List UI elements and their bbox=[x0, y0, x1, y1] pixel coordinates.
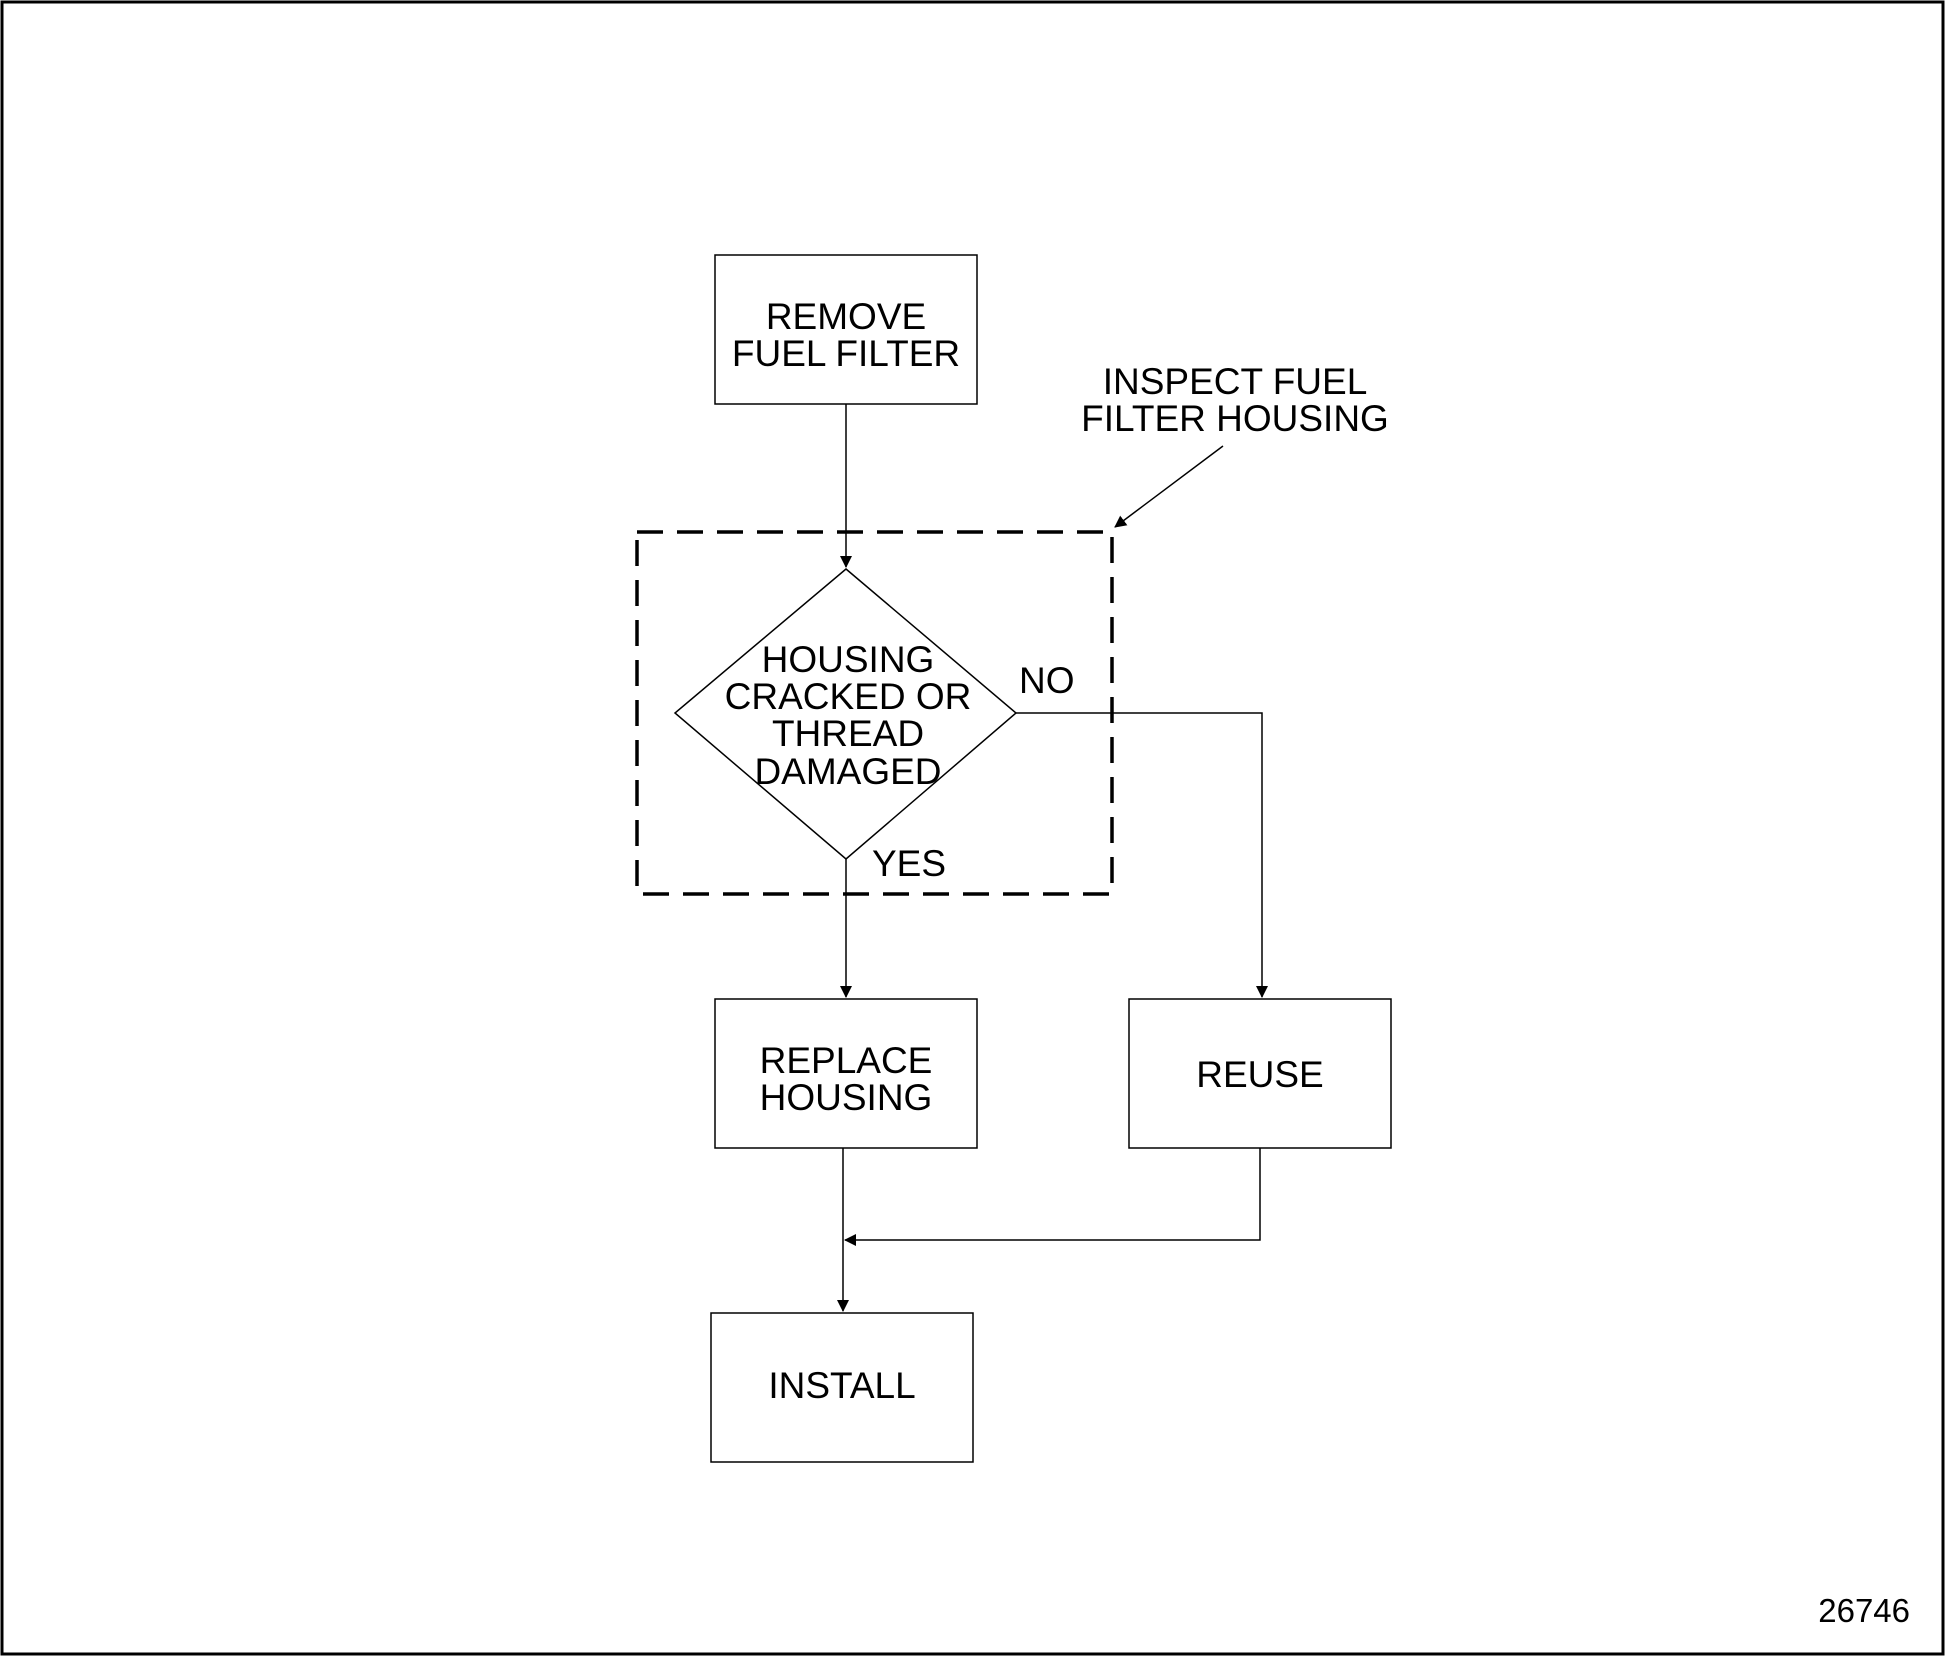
branch-label-no: NO bbox=[1019, 660, 1075, 701]
arrow-no-to-reuse bbox=[1016, 712, 1268, 998]
remove-fuel-filter-box: REMOVE FUEL FILTER bbox=[714, 254, 978, 405]
remove-box-label-line2: FUEL FILTER bbox=[732, 333, 960, 374]
reuse-box: REUSE bbox=[1128, 998, 1392, 1149]
branch-label-yes: YES bbox=[872, 843, 946, 884]
decision-label-line2: CRACKED OR bbox=[725, 676, 972, 717]
decision-label-line1: HOUSING bbox=[762, 639, 935, 680]
install-box-label: INSTALL bbox=[768, 1365, 915, 1406]
decision-label-line3: THREAD bbox=[772, 713, 924, 754]
callout-label-line2: FILTER HOUSING bbox=[1081, 398, 1389, 439]
install-box: INSTALL bbox=[710, 1312, 974, 1463]
callout-leader-arrow bbox=[1114, 445, 1224, 528]
remove-box-label-line1: REMOVE bbox=[766, 296, 926, 337]
housing-decision-diamond: HOUSING CRACKED OR THREAD DAMAGED bbox=[673, 568, 1018, 860]
arrow-reuse-to-merge bbox=[844, 1148, 1261, 1246]
replace-housing-box: REPLACE HOUSING bbox=[714, 998, 978, 1149]
replace-box-label-line2: HOUSING bbox=[760, 1077, 933, 1118]
decision-label-line4: DAMAGED bbox=[754, 751, 941, 792]
figure-number: 26746 bbox=[1818, 1592, 1910, 1629]
reuse-box-label: REUSE bbox=[1196, 1054, 1323, 1095]
callout-label-line1: INSPECT FUEL bbox=[1103, 361, 1368, 402]
replace-box-label-line1: REPLACE bbox=[760, 1040, 933, 1081]
